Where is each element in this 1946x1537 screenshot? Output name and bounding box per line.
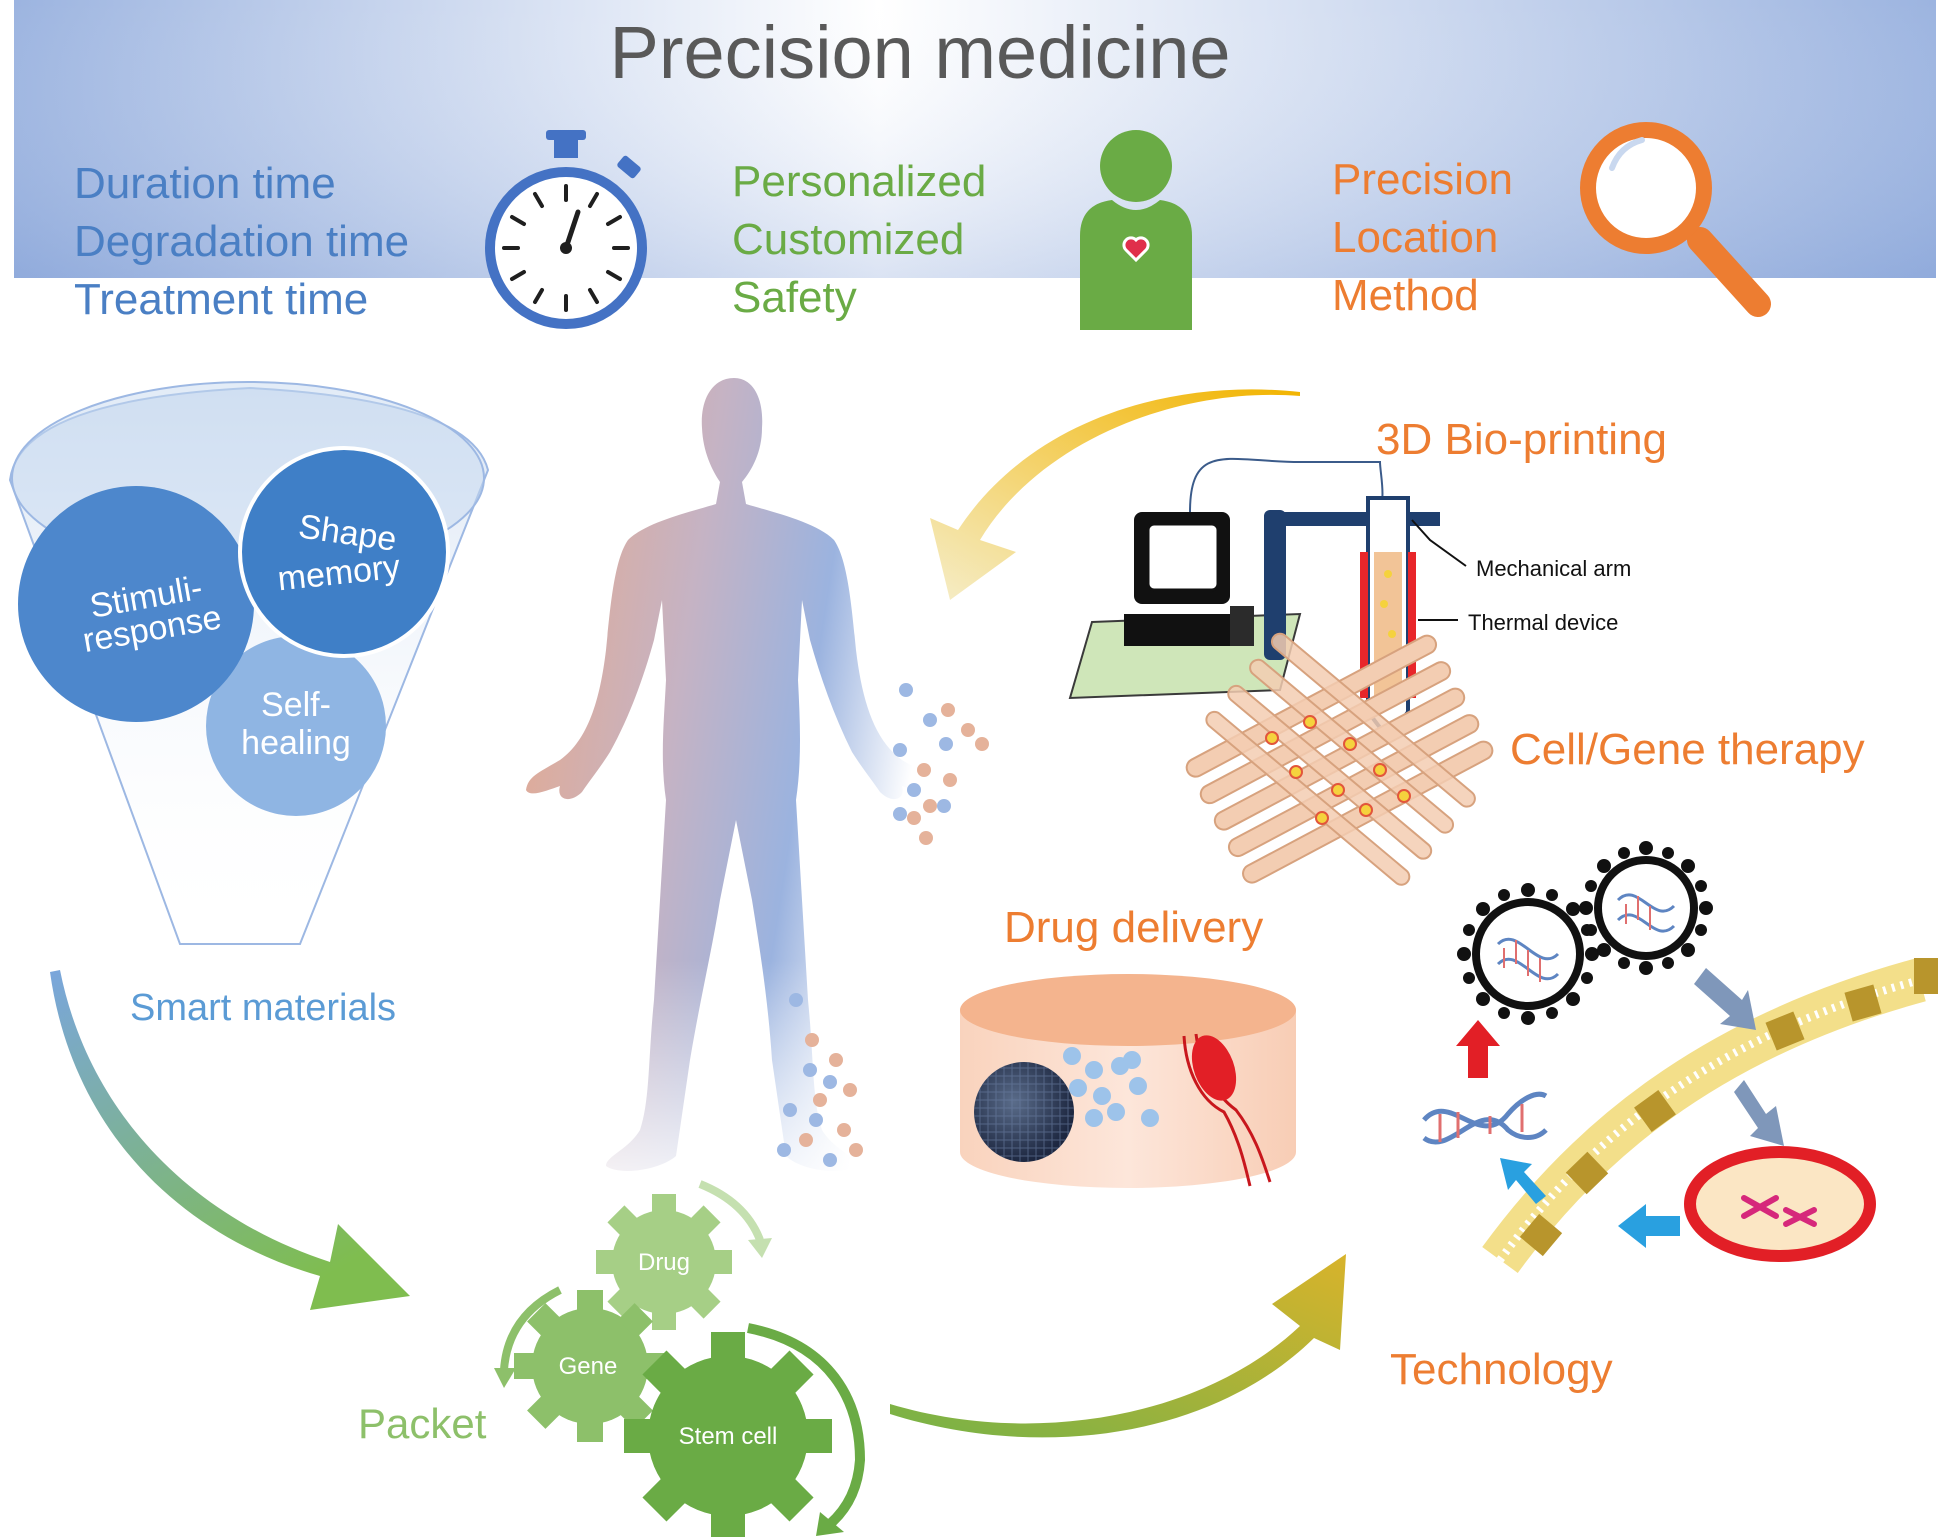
person-item-customized: Customized: [732, 215, 964, 264]
self-healing-line1: Self-: [261, 686, 331, 724]
banner-title: Precision medicine: [609, 11, 1230, 94]
self-healing-bubble: [206, 636, 386, 816]
time-items: Duration time Degradation time Treatment…: [74, 159, 409, 324]
smart-materials-label: Smart materials: [130, 987, 396, 1029]
released-drug-molecules: [1063, 1047, 1159, 1127]
technology-illustration: [1422, 841, 1938, 1273]
stimuli-response-bubble: [18, 486, 254, 722]
precision-item-method: Method: [1332, 271, 1479, 320]
cell-gene-therapy-label: Cell/Gene therapy: [1510, 725, 1865, 774]
target-cell: [1191, 1035, 1237, 1101]
person-heart-icon: [1080, 130, 1192, 330]
scaffold-cells: [1265, 715, 1411, 825]
red-arrow-up: [1456, 1020, 1500, 1078]
banner: Precision medicine Duration time Degrada…: [14, 0, 1936, 330]
technology-label: Technology: [1390, 1345, 1613, 1394]
stopwatch-icon: [485, 130, 647, 329]
printer-pillar: [1264, 510, 1286, 660]
blue-green-curved-arrow: [50, 970, 410, 1310]
released-particles: [777, 683, 989, 1167]
gene-gear-label: Gene: [559, 1353, 618, 1380]
printed-scaffold: [1185, 632, 1494, 886]
precision-items: Precision Location Method: [1332, 155, 1513, 320]
yellow-curved-arrow: [930, 389, 1300, 600]
packet-gears: [494, 1180, 866, 1537]
bioprinter-illustration: [1068, 457, 1494, 886]
precision-item-precision: Precision: [1332, 155, 1513, 204]
stem-cell-gear: [624, 1332, 832, 1537]
person-item-safety: Safety: [732, 273, 857, 322]
drug-gear-label: Drug: [638, 1249, 690, 1276]
time-item-treatment: Treatment time: [74, 275, 368, 324]
drug-delivery-title: Drug delivery: [1004, 903, 1263, 952]
precision-item-location: Location: [1332, 213, 1498, 262]
self-healing-line2: healing: [241, 724, 351, 762]
time-item-degradation: Degradation time: [74, 217, 409, 266]
blue-arrow-upleft: [1500, 1158, 1546, 1204]
magnifier-icon: [1580, 122, 1771, 317]
gray-arrow-2: [1734, 1080, 1784, 1146]
drug-delivery-tissue: [960, 974, 1296, 1188]
packet-label: Packet: [358, 1400, 487, 1447]
gray-arrow-1: [1694, 968, 1756, 1030]
pathway-arrows: [1456, 968, 1784, 1248]
bioprinting-title: 3D Bio-printing: [1376, 415, 1667, 464]
mechanical-arm-label: Mechanical arm: [1476, 556, 1631, 581]
human-body-silhouette: [526, 378, 936, 1180]
gene-rotation-arrow: [500, 1286, 562, 1371]
membrane-channels: [1519, 958, 1938, 1257]
virus-particle-1: [1457, 883, 1599, 1025]
arm-pointer-line: [1411, 519, 1467, 567]
printer-cable: [1189, 457, 1384, 513]
virus-particle-2: [1579, 841, 1713, 975]
stem-cell-gear-label: Stem cell: [679, 1423, 778, 1450]
person-items: Personalized Customized Safety: [732, 157, 986, 322]
computer-icon: [1124, 512, 1254, 646]
time-item-duration: Duration time: [74, 159, 336, 208]
smart-material-bubbles: [18, 446, 450, 816]
chromosome-icon: [1741, 1195, 1817, 1227]
blood-vessel: [1182, 1035, 1252, 1187]
thermal-device: [1360, 552, 1368, 698]
stem-cell-rotation-arrow: [747, 1323, 866, 1528]
dna-helix-icon: [1422, 1091, 1548, 1145]
shape-memory-bubble: [238, 446, 450, 658]
thermal-device-label: Thermal device: [1468, 610, 1618, 635]
gene-gear: [514, 1290, 666, 1442]
drug-rotation-arrow: [698, 1180, 764, 1242]
green-gold-curved-arrow: [890, 1254, 1346, 1438]
cell-nucleus: [1684, 1146, 1876, 1262]
person-item-personalized: Personalized: [732, 157, 986, 206]
blue-arrow-left: [1618, 1204, 1680, 1248]
drug-gear: [596, 1194, 732, 1330]
